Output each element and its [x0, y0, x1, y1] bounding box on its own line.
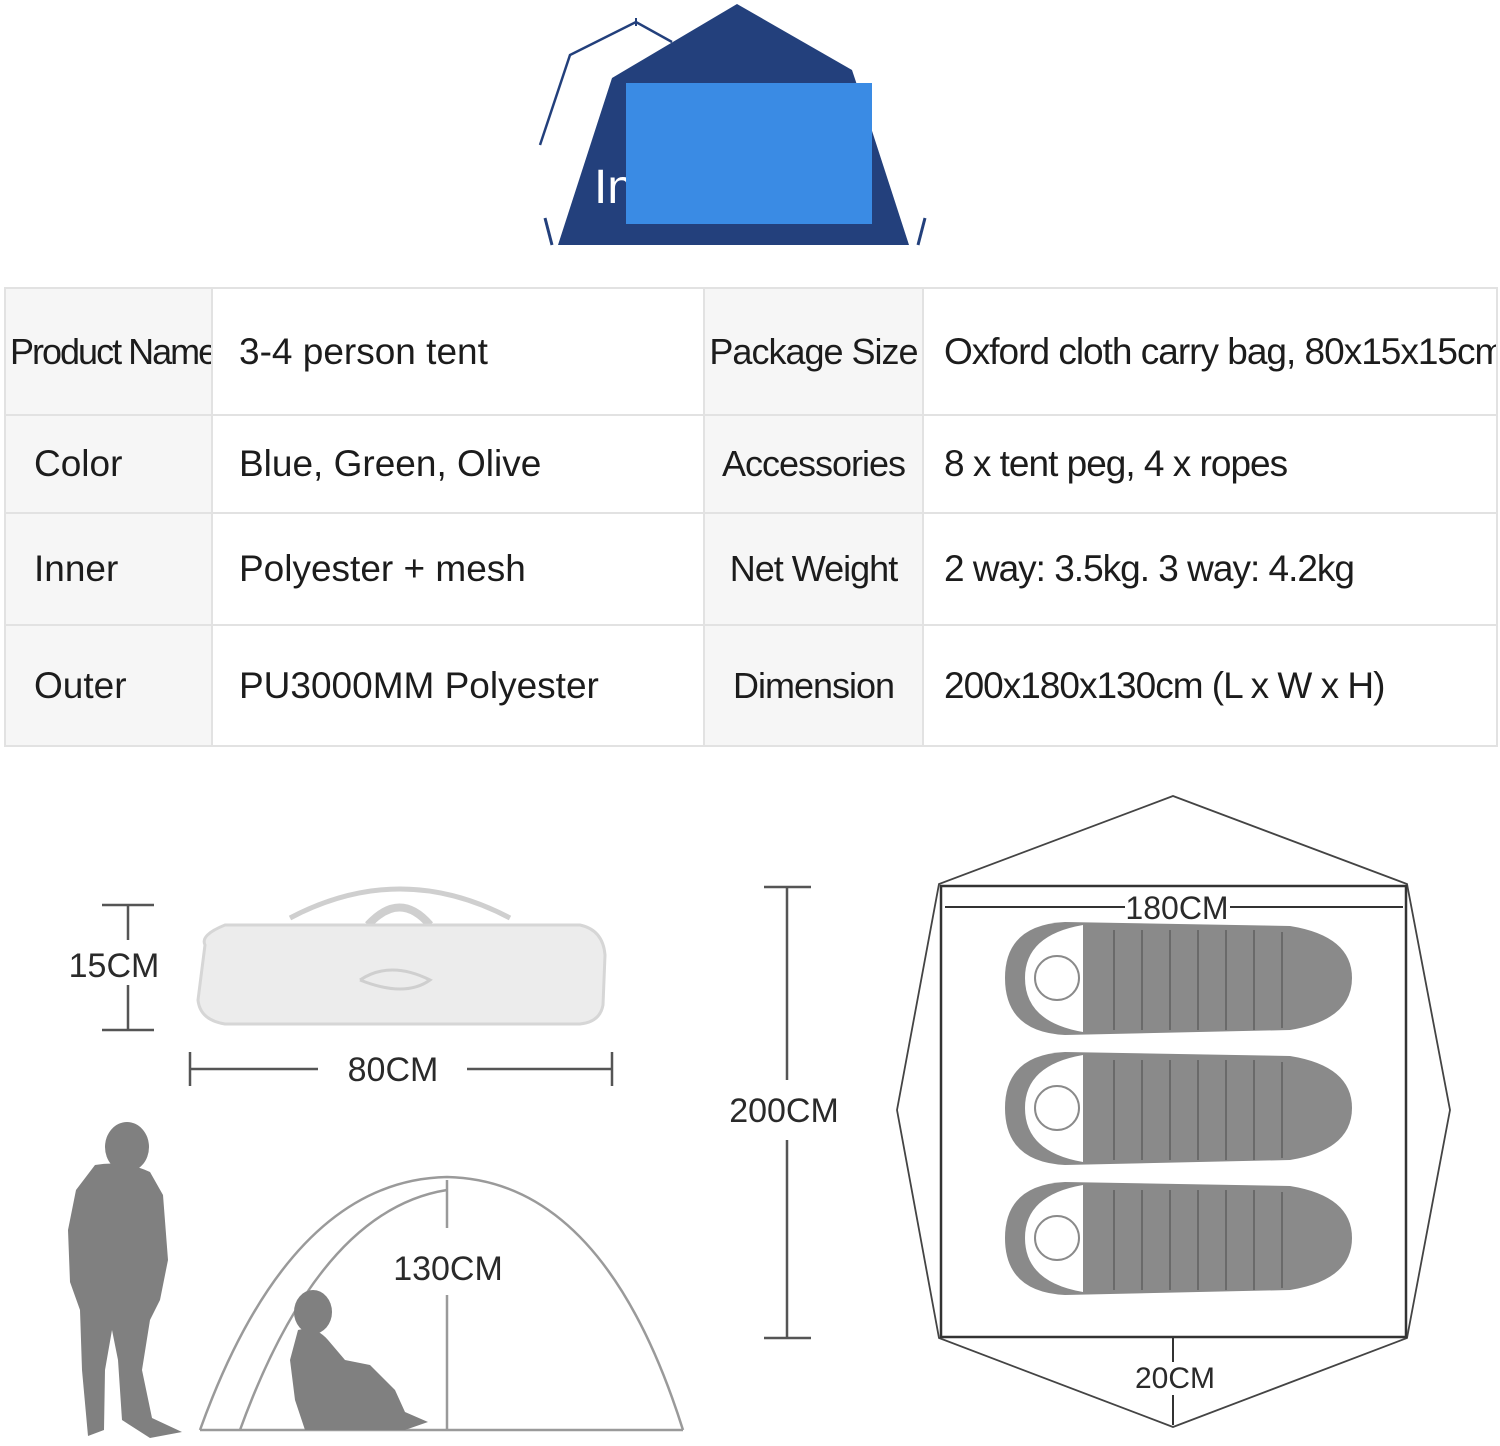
spec-table: Product Name 3-4 person tent Package Siz…: [4, 287, 1498, 747]
dimension-diagram: 15CM 80CM 130CM 200CM: [68, 795, 1451, 1438]
floor-length-dimension: [764, 885, 811, 1340]
spec-label: Product Name: [4, 287, 213, 416]
tent-side-view: [198, 1175, 685, 1432]
standing-person-icon: [68, 1122, 182, 1438]
sleeping-bag-icon: [1005, 1052, 1352, 1165]
bag-height-label: 15CM: [69, 947, 160, 985]
carry-bag: [196, 886, 607, 1026]
table-row: Inner Polyester + mesh Net Weight 2 way:…: [4, 512, 1498, 626]
spec-value: 8 x tent peg, 4 x ropes: [922, 414, 1498, 514]
spec-value: Polyester + mesh: [211, 512, 705, 626]
vestibule-label: 20CM: [1135, 1362, 1215, 1395]
bag-length-dimension: [188, 1052, 614, 1086]
table-row: Color Blue, Green, Olive Accessories 8 x…: [4, 414, 1498, 514]
spec-label: Net Weight: [703, 512, 924, 626]
floor-length-label: 200CM: [729, 1092, 839, 1130]
table-row: Product Name 3-4 person tent Package Siz…: [4, 287, 1498, 416]
spec-value: 200x180x130cm (L x W x H): [922, 624, 1498, 747]
sleeping-bag-icon: [1005, 922, 1352, 1035]
tent-height-label: 130CM: [393, 1250, 503, 1288]
sleeping-bag-icon: [1005, 1182, 1352, 1295]
spec-label: Outer: [4, 624, 213, 747]
spec-value: 3-4 person tent: [211, 287, 705, 416]
header-color-block: [626, 83, 872, 224]
spec-value: Oxford cloth carry bag, 80x15x15cm: [922, 287, 1498, 416]
floor-width-label: 180CM: [1125, 890, 1228, 926]
sitting-person-icon: [290, 1290, 428, 1430]
bag-height-dimension: [102, 903, 154, 1032]
spec-label: Inner: [4, 512, 213, 626]
tent-top-view: [896, 795, 1451, 1428]
spec-label: Color: [4, 414, 213, 514]
bag-length-label: 80CM: [348, 1051, 439, 1089]
spec-value: Blue, Green, Olive: [211, 414, 705, 514]
tent-outline-back: [538, 20, 673, 146]
spec-value: PU3000MM Polyester: [211, 624, 705, 747]
spec-label: Package Size: [703, 287, 924, 416]
spec-label: Dimension: [703, 624, 924, 747]
spec-label: Accessories: [703, 414, 924, 514]
table-row: Outer PU3000MM Polyester Dimension 200x1…: [4, 624, 1498, 747]
spec-value: 2 way: 3.5kg. 3 way: 4.2kg: [922, 512, 1498, 626]
